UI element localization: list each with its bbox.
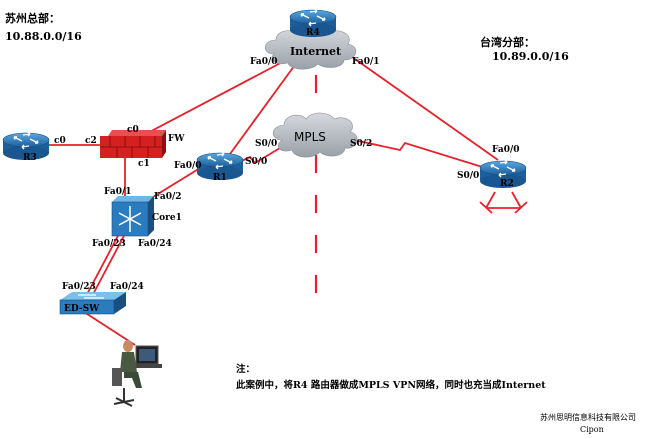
- access-switch-ed-sw: ED-SW: [59, 292, 126, 315]
- if-fw-c1: c1: [138, 159, 150, 169]
- core-switch-core1-label: Core1: [152, 213, 182, 223]
- link-fw-internet: [139, 57, 291, 138]
- if-sw-fa023: Fa0/23: [62, 282, 96, 292]
- internet-cloud-label: Internet: [290, 45, 342, 58]
- link-edsw-pc: [83, 311, 136, 346]
- if-r2-s00: S0/0: [457, 171, 479, 181]
- if-sw-fa024: Fa0/24: [110, 282, 144, 292]
- if-r1-s00: S0/0: [245, 157, 267, 167]
- r2-terminator-icon: [479, 191, 528, 214]
- credit-company: 苏州思明信息科技有限公司: [540, 412, 636, 422]
- router-r2: R2: [479, 159, 528, 214]
- router-r3: R3: [2, 131, 50, 163]
- if-core-fa023: Fa0/23: [92, 239, 126, 249]
- router-r2-label: R2: [500, 179, 514, 189]
- if-mpls-s02: S0/2: [350, 139, 372, 149]
- link-mpls-r2-serial: [339, 136, 493, 171]
- link-r1-internet: [229, 57, 301, 155]
- router-r3-label: R3: [23, 153, 37, 163]
- if-mpls-s00: S0/0: [255, 139, 277, 149]
- user-workstation-icon: [112, 340, 162, 407]
- firewall-fw: FW: [100, 130, 185, 158]
- link-core1-edsw-b: [89, 231, 127, 301]
- link-core1-edsw-a: [83, 231, 121, 301]
- note-text: 此案例中，将R4 路由器做成MPLS VPN网络，同时也充当成Internet: [236, 379, 546, 391]
- taiwan-site-name: 台湾分部：: [480, 35, 535, 49]
- if-core-fa02: Fa0/2: [154, 192, 182, 202]
- if-fw-c2: c2: [85, 136, 97, 146]
- if-r2-fa00: Fa0/0: [492, 145, 520, 155]
- if-r3-c0: c0: [54, 136, 66, 146]
- if-r4-fa00: Fa0/0: [250, 57, 278, 67]
- if-r4-fa01: Fa0/1: [352, 57, 380, 67]
- access-switch-ed-sw-label: ED-SW: [64, 304, 100, 314]
- firewall-fw-label: FW: [168, 134, 185, 144]
- core-switch-core1: Core1: [111, 196, 182, 237]
- suzhou-site-subnet: 10.88.0.0/16: [5, 30, 82, 43]
- credit-author: Cipon: [580, 425, 604, 434]
- switch-arrows-icon: [118, 206, 142, 232]
- router-r4: R4: [289, 8, 337, 38]
- mpls-cloud: MPLS: [272, 112, 358, 158]
- if-core-fa024: Fa0/24: [138, 239, 172, 249]
- router-r4-label: R4: [306, 28, 320, 38]
- if-core-fa01: Fa0/1: [104, 187, 132, 197]
- router-r1-label: R1: [213, 173, 227, 183]
- mpls-cloud-label: MPLS: [294, 130, 326, 144]
- note-title: 注：: [236, 363, 255, 375]
- internet-cloud: Internet: [264, 27, 357, 70]
- suzhou-site-name: 苏州总部：: [5, 11, 60, 25]
- link-internet-r2: [344, 51, 499, 161]
- taiwan-site-subnet: 10.89.0.0/16: [492, 50, 569, 63]
- switch-arrows-icon: [78, 294, 104, 299]
- if-r1-fa00: Fa0/0: [174, 161, 202, 171]
- router-r1: R1: [196, 151, 244, 183]
- if-fw-c0: c0: [127, 125, 139, 135]
